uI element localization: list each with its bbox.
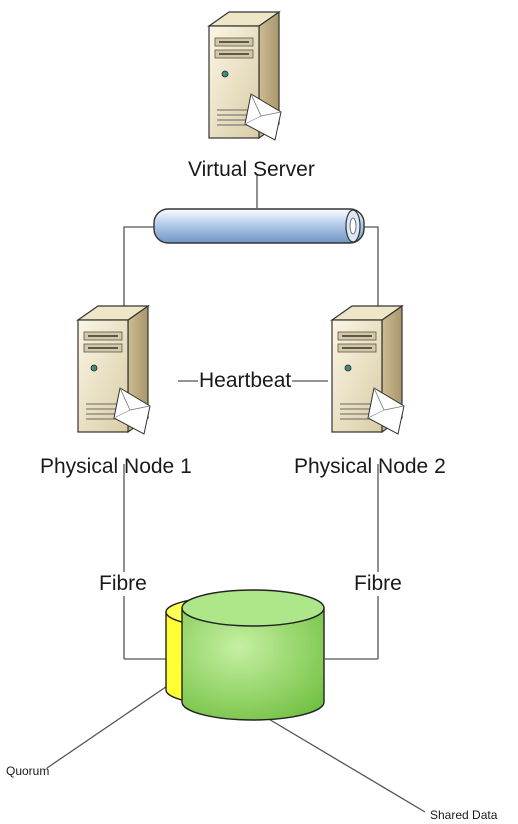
physical-node-2-label: Physical Node 2 (294, 455, 446, 478)
heartbeat-label: Heartbeat (198, 369, 293, 393)
physical-node-1-icon (77, 305, 151, 435)
fibre-left-label: Fibre (98, 572, 148, 596)
shared-data-label: Shared Data (430, 808, 498, 822)
physical-node-1-label: Physical Node 1 (40, 455, 192, 478)
quorum-label: Quorum (6, 764, 50, 778)
virtual-server-icon (208, 11, 282, 141)
fibre-right-label: Fibre (353, 572, 403, 596)
physical-node-2-icon (331, 305, 405, 435)
virtual-server-label: Virtual Server (188, 158, 315, 181)
connector-lines (46, 174, 426, 813)
network-pipe-icon (153, 208, 365, 244)
shared-data-disk-icon (181, 589, 325, 721)
